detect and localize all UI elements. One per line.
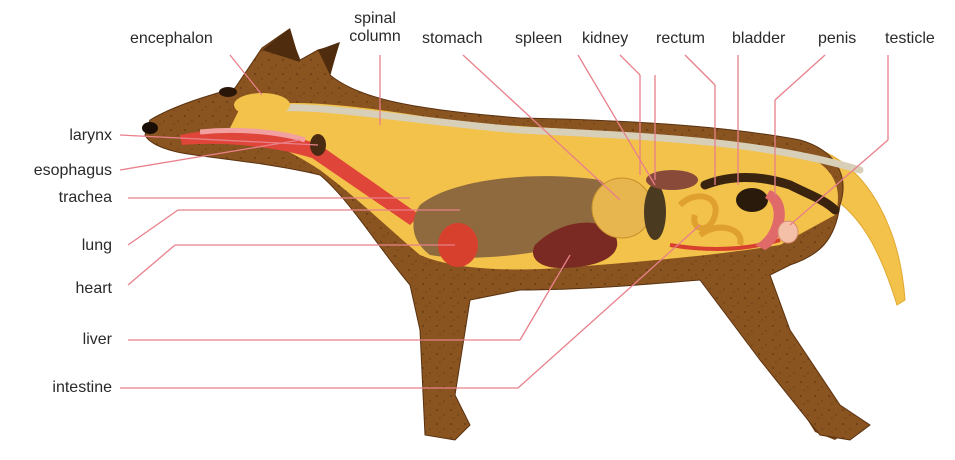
label-trachea: trachea <box>0 189 112 207</box>
nose <box>142 122 158 134</box>
label-lung: lung <box>0 237 112 255</box>
label-esophagus: esophagus <box>0 162 112 180</box>
label-larynx: larynx <box>0 127 112 145</box>
encephalon-organ <box>234 93 290 117</box>
label-encephalon: encephalon <box>130 30 213 48</box>
label-liver: liver <box>0 331 112 349</box>
testicle-organ <box>778 221 798 243</box>
label-bladder: bladder <box>732 30 785 48</box>
bladder-organ <box>736 188 768 212</box>
label-spinal-column-line2: column <box>345 28 405 46</box>
label-rectum: rectum <box>656 30 705 48</box>
label-penis: penis <box>818 30 856 48</box>
label-stomach: stomach <box>422 30 482 48</box>
label-spleen: spleen <box>515 30 562 48</box>
label-testicle: testicle <box>885 30 935 48</box>
label-intestine: intestine <box>0 379 112 397</box>
stomach-organ <box>592 178 652 238</box>
spleen-organ <box>644 184 666 240</box>
label-heart: heart <box>0 280 112 298</box>
label-spinal-column: spinal column <box>345 10 405 46</box>
eye <box>219 87 237 97</box>
kidney-organ <box>646 170 698 190</box>
label-spinal-column-line1: spinal <box>345 10 405 28</box>
label-kidney: kidney <box>582 30 628 48</box>
